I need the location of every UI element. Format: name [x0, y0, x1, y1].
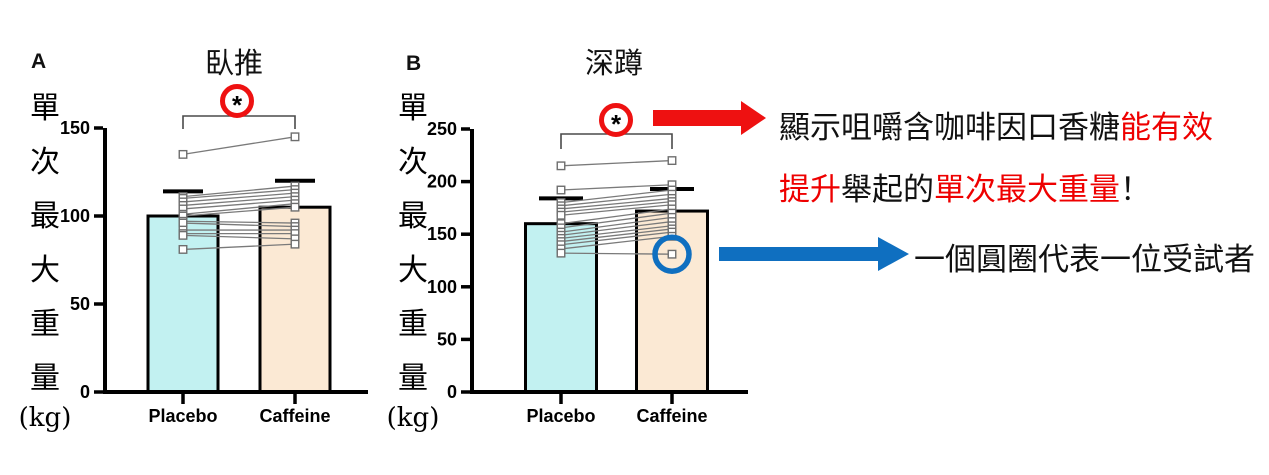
subject-pair-line	[182, 243, 296, 251]
subject-pair-line	[560, 159, 673, 167]
subject-pair-line	[182, 206, 296, 217]
panel-label-a: A	[31, 50, 47, 73]
significance-circle	[220, 84, 254, 118]
subject-pair-line	[560, 208, 673, 225]
subject-point	[290, 202, 300, 212]
y-axis-label-char: 最	[398, 199, 428, 234]
y-axis-label-char: 次	[30, 145, 60, 180]
subject-note-text: 一個圓圈代表一位受試者	[914, 242, 1255, 278]
y-tick-label: 50	[437, 329, 457, 349]
category-label-placebo: Placebo	[148, 406, 217, 426]
subject-pair-line	[560, 204, 673, 216]
category-label-caffeine: Caffeine	[636, 406, 707, 426]
y-tick-label: 250	[427, 119, 457, 139]
subject-pair-line	[560, 200, 673, 213]
subject-point	[556, 210, 566, 220]
red-arrow	[653, 101, 766, 135]
finding-text-red-3: 單次最大重量	[934, 172, 1120, 208]
subject-pair-line	[560, 216, 673, 233]
y-tick-label: 200	[427, 172, 457, 192]
subject-highlight-circle	[652, 234, 692, 274]
subject-point	[667, 156, 677, 166]
category-label-caffeine: Caffeine	[259, 406, 330, 426]
subject-point	[178, 230, 188, 240]
subject-point	[178, 149, 188, 159]
subject-pair-line	[182, 192, 296, 203]
subject-pair-line	[182, 203, 296, 215]
subject-pair-line	[560, 220, 673, 236]
y-tick-label: 150	[427, 224, 457, 244]
subject-pair-line	[182, 188, 296, 200]
y-axis-label-char: 次	[398, 145, 428, 180]
finding-annotation-line-1: 顯示咀嚼含咖啡因口香糖能有效	[779, 102, 1213, 147]
significance-circle	[599, 103, 633, 137]
subject-pair-line	[182, 220, 296, 224]
finding-text-black-suffix: ！	[1120, 172, 1151, 208]
subject-pair-line	[560, 197, 673, 210]
subject-pair-line	[560, 189, 673, 204]
subject-pair-line	[560, 228, 673, 243]
subject-pair-line	[560, 225, 673, 240]
y-axis-label-char: 重	[30, 307, 60, 342]
subject-point	[178, 244, 188, 254]
subject-pair-line	[182, 195, 296, 207]
y-axis-label-char: 單	[30, 91, 60, 126]
y-axis-label-char: 重	[398, 307, 428, 342]
subject-pair-line	[560, 184, 673, 191]
panel-label-b: B	[406, 52, 422, 75]
y-axis-unit: (kg)	[19, 403, 72, 433]
y-tick-label: 100	[60, 206, 90, 226]
category-label-placebo: Placebo	[526, 406, 595, 426]
blue-arrow	[719, 237, 909, 271]
y-tick-label: 150	[60, 118, 90, 138]
finding-text-red-2: 提升	[779, 172, 841, 208]
subject-point	[667, 249, 677, 259]
significance-asterisk: *	[611, 109, 622, 139]
subject-point	[556, 248, 566, 258]
finding-text-black-prefix: 顯示咀嚼含咖啡因口香糖	[779, 110, 1120, 146]
y-axis-label-char: 量	[30, 361, 60, 396]
y-tick-label: 50	[70, 294, 90, 314]
subject-point	[556, 185, 566, 195]
y-tick-label: 0	[447, 382, 457, 402]
subject-point	[556, 161, 566, 171]
finding-text-red-1: 能有效	[1120, 110, 1213, 146]
panel-a-title: 臥推	[204, 46, 263, 80]
y-axis-label-char: 大	[398, 253, 428, 288]
subject-pair-line	[182, 234, 296, 240]
y-tick-label: 100	[427, 277, 457, 297]
subject-pair-line	[560, 212, 673, 229]
y-axis-unit: (kg)	[387, 403, 440, 433]
finding-annotation-line-2: 提升舉起的單次最大重量！	[779, 164, 1151, 209]
y-axis-label-char: 大	[30, 253, 60, 288]
y-axis-label-char: 單	[398, 91, 428, 126]
y-axis-label-char: 量	[398, 361, 428, 396]
subject-pair-line	[182, 185, 296, 198]
bar-caffeine	[635, 209, 709, 394]
subject-pair-line	[182, 222, 296, 228]
subject-pair-line	[560, 235, 673, 250]
subject-point	[290, 132, 300, 142]
subject-pair-line	[560, 193, 673, 207]
subject-point	[290, 239, 300, 249]
subject-pair-line	[560, 231, 673, 246]
y-axis-label-char: 最	[30, 199, 60, 234]
y-tick-label: 0	[80, 382, 90, 402]
subject-pair-line	[182, 136, 296, 156]
subject-points	[178, 132, 300, 254]
subject-points	[556, 156, 677, 259]
finding-text-black-middle: 舉起的	[841, 172, 934, 208]
panel-b-title: 深蹲	[584, 46, 643, 80]
subject-pair-line	[182, 199, 296, 210]
significance-asterisk: *	[232, 90, 243, 120]
bar-placebo	[146, 214, 220, 394]
subject-note: 一個圓圈代表一位受試者	[914, 234, 1255, 279]
subject-pair-lines	[182, 136, 296, 251]
